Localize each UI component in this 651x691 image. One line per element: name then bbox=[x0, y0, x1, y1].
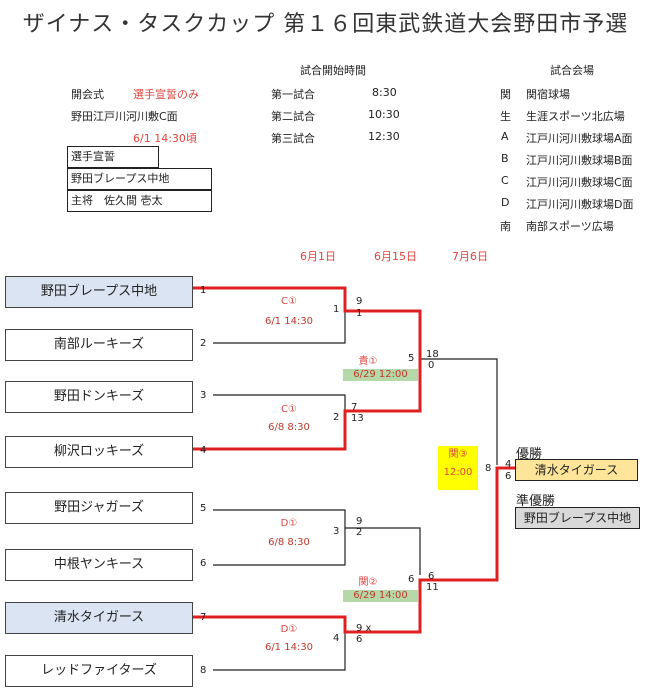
venue-name: 関宿球場 bbox=[526, 88, 570, 101]
match-time: 6/8 8:30 bbox=[268, 537, 310, 548]
match-time: 6/8 8:30 bbox=[268, 422, 310, 433]
schedule-row-label: 第三試合 bbox=[271, 132, 315, 145]
ceremony-place: 野田江戸川河川敷C面 bbox=[71, 110, 178, 123]
round-date: 7月6日 bbox=[452, 250, 488, 263]
venue-name: 江戸川河川敷球場B面 bbox=[526, 154, 633, 167]
venue-key: D bbox=[501, 196, 510, 209]
ceremony-label: 開会式 bbox=[71, 88, 104, 101]
venue-name: 江戸川河川敷球場A面 bbox=[526, 132, 633, 145]
ceremony-time: 6/1 14:30頃 bbox=[133, 132, 197, 145]
match-number: 6 bbox=[408, 574, 415, 585]
match-label: C① bbox=[281, 404, 297, 415]
score: 13 bbox=[351, 413, 364, 424]
score: 2 bbox=[356, 527, 363, 538]
seed-number: 1 bbox=[200, 285, 207, 296]
round-date: 6月15日 bbox=[374, 250, 417, 263]
seed-number: 4 bbox=[200, 445, 207, 456]
score: 9 x bbox=[356, 623, 372, 634]
venue-name: 江戸川河川敷球場C面 bbox=[526, 176, 633, 189]
match-time: 6/29 12:00 bbox=[343, 369, 418, 381]
schedule-row-label: 第二試合 bbox=[271, 110, 315, 123]
schedule-header: 試合開始時間 bbox=[300, 64, 366, 77]
match-number: 4 bbox=[333, 633, 340, 644]
winner-box: 清水タイガース bbox=[515, 459, 638, 481]
team-box: 野田ドンキーズ bbox=[5, 381, 193, 413]
team-box: 清水タイガース bbox=[5, 602, 193, 634]
schedule-row-label: 第一試合 bbox=[271, 88, 315, 101]
match-time: 6/1 14:30 bbox=[264, 642, 314, 653]
venue-key: B bbox=[501, 152, 509, 165]
venue-name: 南部スポーツ広場 bbox=[526, 220, 614, 233]
venue-key: C bbox=[501, 174, 509, 187]
venue-key: 南 bbox=[500, 220, 511, 233]
match-time: 12:00 bbox=[443, 467, 473, 478]
venue-key: A bbox=[501, 130, 509, 143]
schedule-row-time: 8:30 bbox=[372, 86, 397, 99]
captain-box: 主将 佐久間 壱太 bbox=[67, 190, 212, 212]
team-box: レッドファイターズ bbox=[5, 655, 193, 687]
team-box: 野田ジャガーズ bbox=[5, 492, 193, 524]
match-label: D① bbox=[280, 624, 298, 635]
seed-number: 5 bbox=[200, 503, 207, 514]
seed-number: 2 bbox=[200, 338, 207, 349]
team-box: 柳沢ロッキーズ bbox=[5, 436, 193, 468]
score: 9 bbox=[356, 516, 363, 527]
match-number: 3 bbox=[333, 526, 340, 537]
round-date: 6月1日 bbox=[300, 250, 336, 263]
match-label: C① bbox=[281, 296, 297, 307]
venue-key: 生 bbox=[500, 110, 511, 123]
seed-number: 6 bbox=[200, 558, 207, 569]
schedule-row-time: 12:30 bbox=[368, 130, 400, 143]
runner-up-box: 野田ブレープス中地 bbox=[515, 507, 640, 529]
score: 18 bbox=[426, 349, 439, 360]
match-time: 6/29 14:00 bbox=[343, 590, 418, 602]
final-venue-box: 関③ 12:00 bbox=[438, 446, 478, 490]
venues-header: 試合会場 bbox=[550, 64, 594, 77]
winner-label: 優勝 bbox=[516, 447, 543, 462]
venue-name: 生涯スポーツ北広場 bbox=[526, 110, 625, 123]
schedule-row-time: 10:30 bbox=[368, 108, 400, 121]
seed-number: 8 bbox=[200, 665, 207, 676]
team-box: 中根ヤンキース bbox=[5, 549, 193, 581]
match-label: 貴① bbox=[358, 356, 378, 367]
seed-number: 7 bbox=[200, 612, 207, 623]
match-number: 5 bbox=[408, 353, 415, 364]
match-number: 8 bbox=[485, 463, 492, 474]
score: 0 bbox=[428, 360, 435, 371]
match-time: 6/1 14:30 bbox=[264, 316, 314, 327]
ceremony-note: 選手宣誓のみ bbox=[133, 88, 199, 101]
match-number: 1 bbox=[333, 304, 340, 315]
match-number: 2 bbox=[333, 412, 340, 423]
runner-up-label: 準優勝 bbox=[516, 494, 556, 509]
score: 4 bbox=[505, 459, 512, 470]
team-box: 野田ブレープス中地 bbox=[5, 276, 193, 308]
match-label: 関② bbox=[358, 577, 378, 588]
score: 6 bbox=[428, 571, 435, 582]
score: 6 bbox=[356, 634, 363, 645]
score: 9 bbox=[356, 296, 363, 307]
score: 6 bbox=[505, 471, 512, 482]
score: 7 bbox=[351, 402, 358, 413]
venue-key: 関 bbox=[500, 88, 511, 101]
seed-number: 3 bbox=[200, 390, 207, 401]
match-label: D① bbox=[280, 518, 298, 529]
venue-name: 江戸川河川敷球場D面 bbox=[526, 198, 634, 211]
match-label: 関③ bbox=[448, 449, 468, 460]
page-title: ザイナス・タスクカップ 第１６回東武鉄道大会野田市予選 bbox=[22, 12, 629, 37]
score: 11 bbox=[426, 582, 439, 593]
team-box: 南部ルーキーズ bbox=[5, 329, 193, 361]
oath-team-box: 野田ブレープス中地 bbox=[67, 168, 212, 190]
oath-label-box: 選手宣誓 bbox=[67, 146, 159, 168]
score: 1 bbox=[356, 308, 363, 319]
